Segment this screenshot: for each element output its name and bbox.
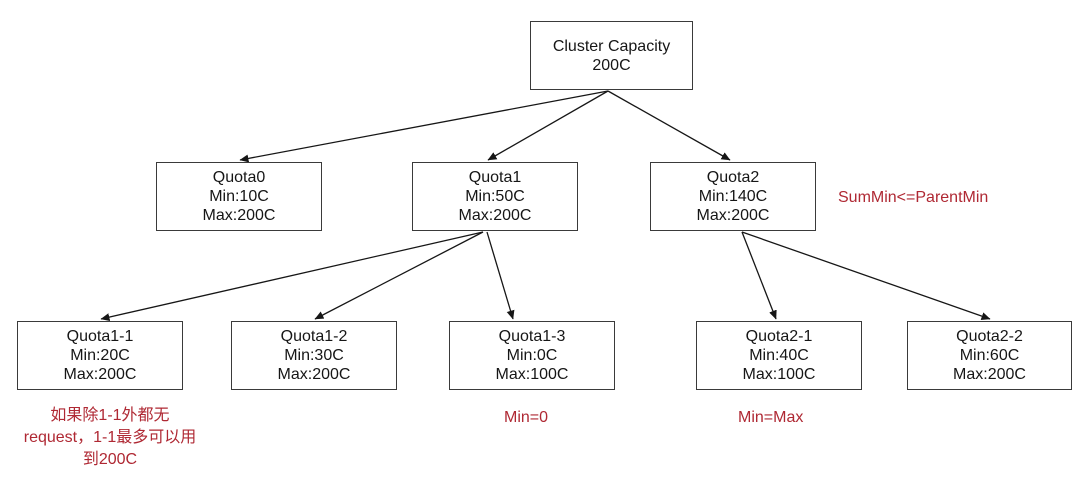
node-text-line: Quota1-3	[498, 328, 566, 345]
node-text-line: 200C	[592, 56, 631, 74]
node-text-line: Max:200C	[953, 366, 1026, 383]
edge-quota1-to-quota1-2	[314, 231, 484, 320]
edge-cluster-to-quota1	[487, 90, 609, 161]
node-text-line: Max:200C	[202, 207, 276, 224]
edge-quota2-to-quota2-1	[741, 231, 777, 320]
node-text-line: Max:100C	[495, 366, 569, 383]
node-text-line: Quota1-1	[66, 328, 134, 345]
node-text-line: Min:20C	[70, 347, 130, 364]
annotation-summin-rule: SumMin<=ParentMin	[838, 189, 989, 206]
node-text-line: Min:0C	[506, 347, 558, 364]
node-text-line: Min:140C	[698, 188, 768, 205]
annotation-line: 到200C	[82, 451, 138, 468]
node-text-line: Max:200C	[63, 366, 137, 383]
node-text-line: Min:10C	[209, 188, 269, 205]
edge-cluster-to-quota2	[607, 90, 731, 161]
node-text-line: Min:40C	[749, 347, 809, 364]
annotation-quota1-3-note: Min=0	[504, 409, 549, 426]
node-text-line: Min:30C	[284, 347, 344, 364]
node-text-line: Min:60C	[959, 347, 1020, 364]
annotation-line: 如果除1-1外都无	[50, 407, 170, 424]
node-text-line: Quota0	[212, 169, 266, 186]
annotation-quota1-1-note: 如果除1-1外都无 request，1-1最多可以用 到200C	[6, 405, 214, 471]
edge-quota1-to-quota1-3	[486, 231, 515, 320]
edge-quota2-to-quota2-2	[741, 231, 991, 320]
annotation-line: request，1-1最多可以用	[23, 429, 197, 446]
node-text-line: Quota1	[468, 169, 522, 186]
node-text-line: Quota2	[706, 169, 760, 186]
edge-quota1-to-quota1-1	[100, 231, 484, 322]
node-text-line: Quota1-2	[280, 328, 348, 345]
node-text-line: Quota2-1	[745, 328, 813, 345]
node-text-line: Max:200C	[277, 366, 351, 383]
node-text-line: Min:50C	[465, 188, 525, 205]
node-text-line: Max:200C	[696, 207, 770, 224]
node-text-line: Max:100C	[742, 366, 816, 383]
node-text-line: Max:200C	[458, 207, 532, 224]
annotation-quota2-1-note: Min=Max	[738, 409, 804, 426]
node-text-line: Quota2-2	[956, 328, 1023, 345]
node-text-line: Cluster Capacity	[552, 37, 671, 55]
edge-cluster-to-quota0	[239, 90, 609, 163]
